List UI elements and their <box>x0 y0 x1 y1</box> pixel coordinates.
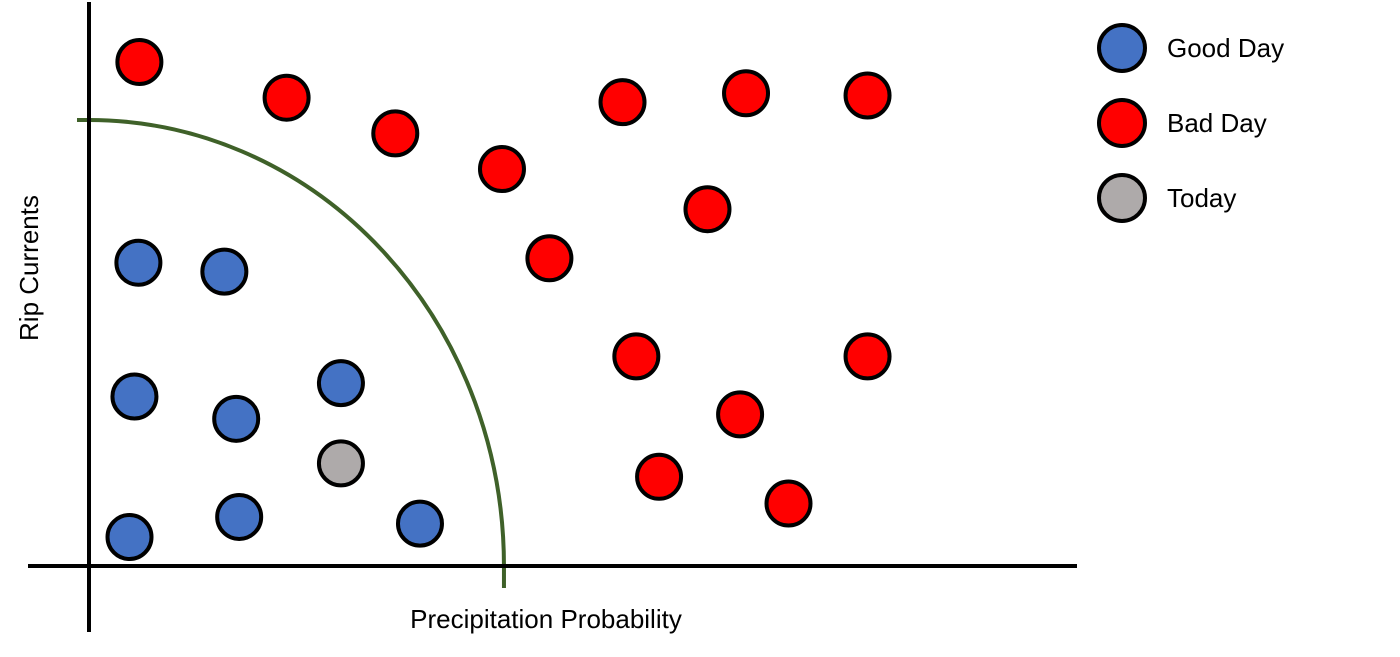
good-day-point <box>215 492 264 541</box>
y-axis-title: Rip Currents <box>14 195 44 341</box>
legend-marker-today <box>1097 173 1147 223</box>
axes-layer <box>28 2 1077 632</box>
legend-label-good-day: Good Day <box>1167 33 1284 63</box>
bad-day-point <box>612 332 661 381</box>
legend-label-today: Today <box>1167 183 1236 213</box>
legend-item-bad-day: Bad Day <box>1097 98 1267 148</box>
bad-day-point <box>683 185 732 234</box>
decision-boundary-layer <box>77 118 506 588</box>
good-day-point <box>395 499 444 548</box>
good-day-point <box>200 247 249 296</box>
x-axis-title: Precipitation Probability <box>410 604 682 634</box>
bad-day-point <box>716 390 765 439</box>
decision-boundary-curve <box>77 118 506 588</box>
legend-item-today: Today <box>1097 173 1236 223</box>
good-day-point <box>212 394 261 443</box>
bad-day-point <box>371 109 420 158</box>
bad-day-point <box>525 234 574 283</box>
bad-day-point <box>635 452 684 501</box>
series-good-day <box>105 238 444 562</box>
today-point <box>316 439 365 488</box>
good-day-point <box>110 372 159 421</box>
bad-day-point <box>843 332 892 381</box>
series-bad-day <box>115 38 892 528</box>
good-day-point <box>105 513 154 562</box>
legend-item-good-day: Good Day <box>1097 23 1284 73</box>
bad-day-point <box>598 78 647 127</box>
bad-day-point <box>262 73 311 122</box>
bad-day-point <box>722 69 771 118</box>
legend-label-bad-day: Bad Day <box>1167 108 1267 138</box>
bad-day-point <box>843 71 892 120</box>
bad-day-point <box>764 479 813 528</box>
legend-marker-bad-day <box>1097 98 1147 148</box>
bad-day-point <box>115 38 164 87</box>
legend-marker-good-day <box>1097 23 1147 73</box>
bad-day-point <box>477 145 526 194</box>
good-day-point <box>316 359 365 408</box>
data-points-layer <box>105 38 892 562</box>
series-today <box>316 439 365 488</box>
good-day-point <box>114 238 163 287</box>
